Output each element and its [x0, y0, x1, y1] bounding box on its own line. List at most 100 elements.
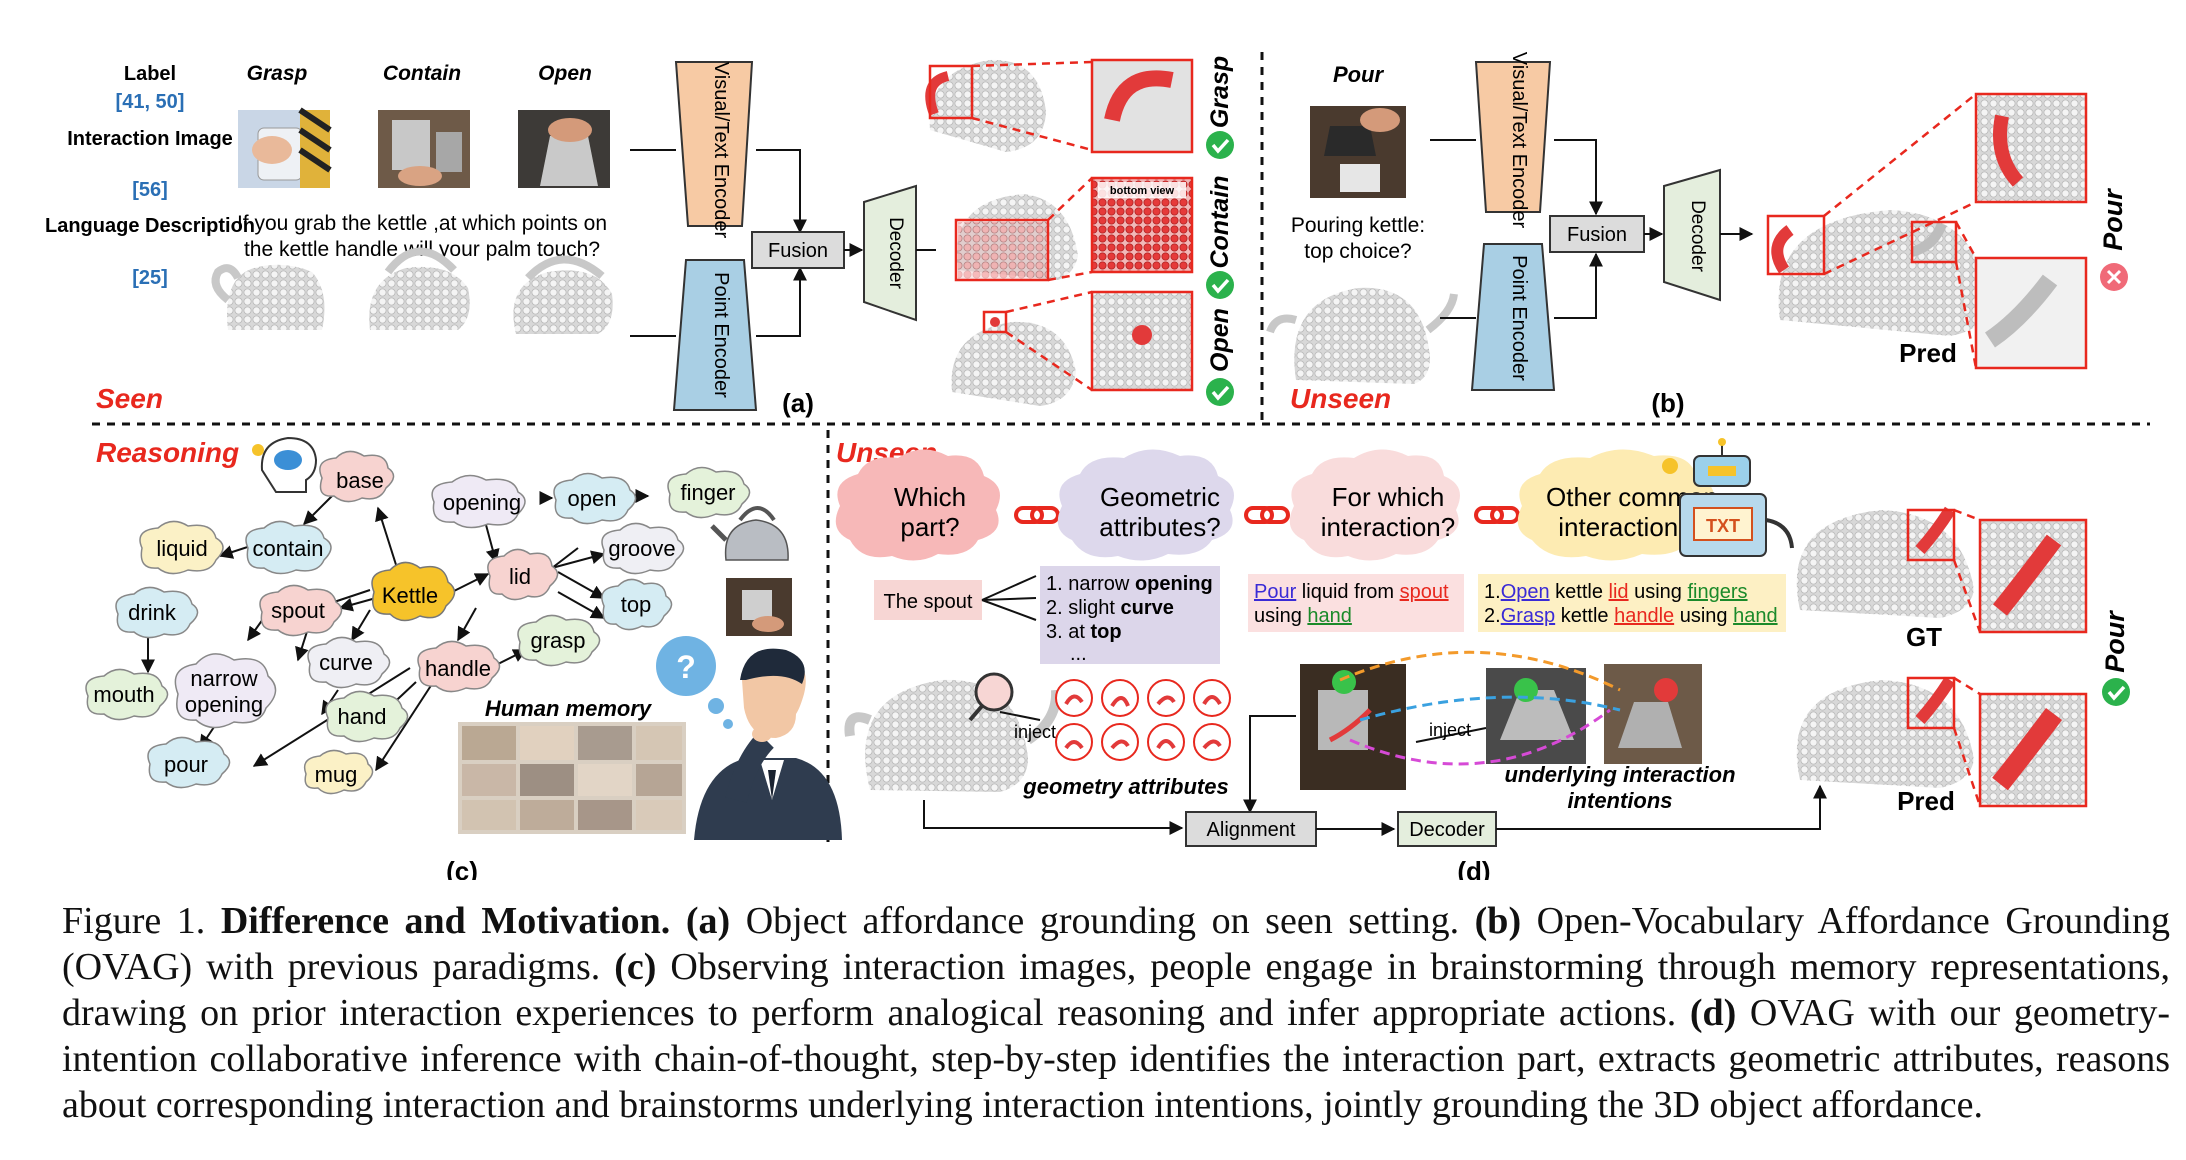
panel-a: Label [41, 50] Interaction Image [56] La…	[45, 56, 1234, 418]
node-handle-label: handle	[425, 656, 491, 681]
figure: Label [41, 50] Interaction Image [56] La…	[45, 52, 2150, 886]
node-base-label: base	[336, 468, 384, 493]
reasoning-label: Reasoning	[96, 437, 239, 468]
robot-icon: TXT	[1662, 438, 1794, 557]
decoder-b	[1663, 168, 1721, 302]
d-result-label: Pour	[2100, 610, 2130, 673]
node-lid: lid	[487, 548, 559, 601]
attributes-box	[1040, 566, 1220, 664]
gt-label: GT	[1906, 622, 1942, 652]
cloud2-line1: Geometric	[1100, 482, 1220, 512]
row-image: Interaction Image	[67, 128, 233, 150]
node-contain-label: contain	[253, 536, 324, 561]
caption-c-text: Observing interaction images, people eng…	[62, 946, 2170, 1034]
intention-photo-2	[1486, 668, 1586, 764]
d-pred-label: Pred	[1897, 786, 1955, 816]
node-open: open	[553, 472, 637, 525]
node-narrow-l1: narrow	[190, 666, 257, 691]
col-contain: Contain	[383, 62, 461, 85]
node-finger: finger	[667, 466, 751, 519]
decoder-a-label: Decoder	[885, 217, 906, 289]
b-photo-pour	[1310, 106, 1406, 198]
intention-arcs	[1339, 650, 1621, 766]
other-line2: 2.Grasp kettle handle using hand	[1484, 605, 1778, 627]
cloud3-line2: interaction?	[1321, 512, 1455, 542]
result-contain-kettle	[954, 194, 1078, 282]
node-drink: drink	[115, 586, 199, 639]
cloud3-line1: For which	[1332, 482, 1445, 512]
point-encoder-a	[672, 259, 758, 411]
geometry-attributes-label: geometry attributes	[1022, 774, 1228, 799]
caption-d-text: OVAG with our geometry-intention collabo…	[62, 992, 2170, 1126]
decoder-a	[863, 184, 917, 322]
node-top: top	[601, 578, 673, 631]
node-kettle-label: Kettle	[382, 583, 438, 608]
thinking-person: ?	[656, 636, 842, 840]
other-interactions-box	[1478, 574, 1786, 632]
alignment-label: Alignment	[1207, 819, 1296, 841]
d-decoder-label: Decoder	[1409, 819, 1485, 841]
b-pred-kettle	[1766, 210, 1990, 336]
d-pred-kettle	[1796, 676, 1974, 788]
node-opening-label: opening	[443, 490, 521, 515]
row-lang-ref: [25]	[132, 267, 168, 289]
b-pour-label: Pour	[1333, 62, 1385, 87]
geometry-attribute-icons	[1055, 679, 1231, 761]
magnifier-icon	[968, 672, 1014, 722]
interaction-line2: using hand	[1254, 605, 1352, 627]
node-narrow-opening: narrow opening	[174, 653, 277, 729]
node-open-label: open	[568, 486, 617, 511]
result-grasp-kettle	[925, 59, 1046, 152]
visual-encoder-a-label: Visual/Text Encoder	[710, 62, 732, 239]
chain-link-2	[1244, 506, 1290, 524]
fusion-a	[751, 231, 845, 269]
caption-b-text: Open-Vocabulary Affordance Grounding (OV…	[62, 900, 2170, 988]
memory-collage	[458, 722, 686, 834]
d-decoder-box	[1397, 811, 1497, 847]
point-encoder-b-label: Point Encoder	[1508, 255, 1530, 381]
caption-a-tag: (a)	[685, 900, 731, 942]
cloud2-line2: attributes?	[1099, 512, 1220, 542]
inject-2: inject	[1429, 720, 1471, 740]
col-open: Open	[538, 62, 592, 85]
intention-photo-1	[1300, 664, 1406, 790]
node-curve-label: curve	[319, 650, 373, 675]
chain-link-1	[1014, 506, 1060, 524]
c-interaction-photo	[726, 578, 792, 636]
node-narrow-l2: opening	[185, 692, 263, 717]
row-image-ref: [56]	[132, 179, 168, 201]
node-hand: hand	[325, 690, 409, 743]
question-mark: ?	[676, 649, 696, 685]
node-mug: mug	[303, 749, 374, 795]
cloud-which-part: Which part?	[835, 449, 1000, 561]
col-grasp: Grasp	[247, 62, 308, 85]
attr-2: 2. slight curve	[1046, 597, 1174, 619]
node-drink-label: drink	[128, 600, 177, 625]
photo-grasp	[238, 107, 332, 188]
res-contain-label: Contain	[1206, 175, 1234, 268]
panel-a-label: (a)	[782, 388, 814, 418]
node-base: base	[319, 450, 395, 503]
panel-d-label: (d)	[1457, 856, 1490, 880]
photo-contain	[378, 110, 470, 188]
b-question-line1: Pouring kettle:	[1291, 214, 1425, 237]
panel-d: Unseen Which part? Geometric attributes?…	[835, 437, 2130, 886]
node-groove: groove	[601, 522, 685, 575]
visual-encoder-b	[1474, 61, 1552, 213]
panel-b-label: (b)	[1651, 388, 1684, 418]
b-pred-label: Pred	[1899, 338, 1957, 368]
point-encoder-b	[1470, 243, 1556, 391]
node-mug-label: mug	[315, 762, 358, 787]
kettle-icon	[710, 506, 789, 561]
node-pour: pour	[147, 736, 231, 789]
interaction-line1: Pour liquid from spout	[1254, 581, 1449, 603]
node-grasp-label: grasp	[530, 628, 585, 653]
node-groove-label: groove	[608, 536, 675, 561]
attr-more: ...	[1070, 643, 1087, 665]
d-check-icon	[2102, 678, 2130, 706]
robot-txt: TXT	[1706, 516, 1740, 536]
decoder-b-label: Decoder	[1687, 200, 1708, 272]
pointcloud-kettle-2	[369, 247, 470, 330]
node-lid-label: lid	[509, 564, 531, 589]
node-grasp: grasp	[517, 614, 601, 667]
